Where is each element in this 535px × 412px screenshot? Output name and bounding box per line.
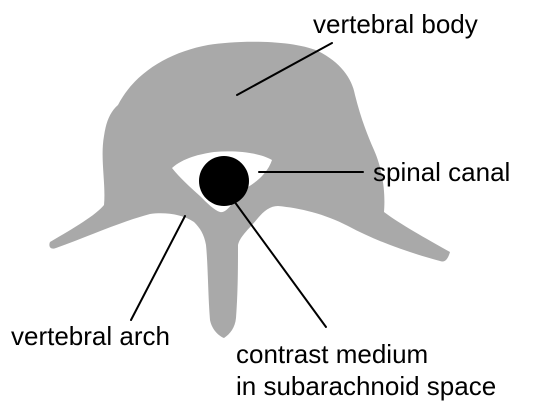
contrast-medium-leader	[234, 201, 326, 327]
vertebral-arch-label: vertebral arch	[11, 321, 170, 351]
contrast-medium-label-line2: in subarachnoid space	[236, 371, 496, 401]
contrast-medium-dot	[199, 156, 249, 206]
vertebra-shape	[49, 42, 450, 338]
contrast-medium-label-line1: contrast medium	[236, 339, 428, 369]
vertebral-body-label: vertebral body	[313, 9, 478, 39]
spinal-canal-label: spinal canal	[373, 157, 510, 187]
vertebral-arch-leader	[131, 216, 185, 320]
